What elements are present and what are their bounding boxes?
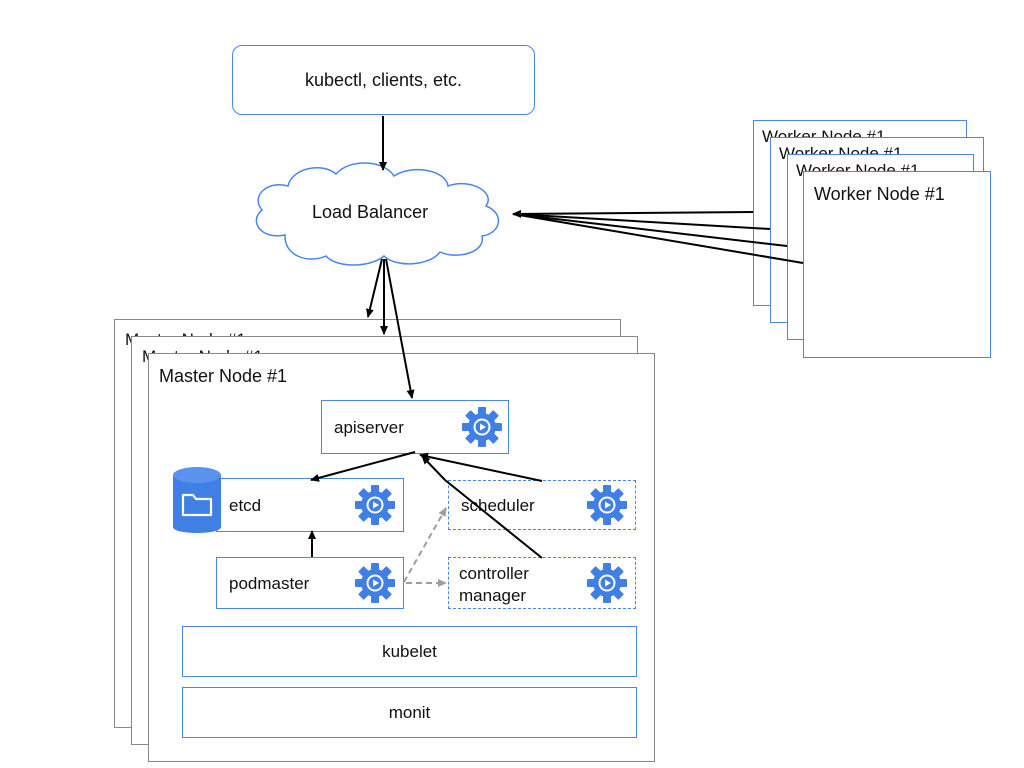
arrow-apiserver-to-etcd: [310, 451, 416, 482]
scheduler-label: scheduler: [461, 496, 535, 515]
database-folder-icon: [173, 467, 221, 533]
clients-label: kubectl, clients, etc.: [304, 69, 463, 90]
monit-box: monit: [182, 687, 637, 738]
kubelet-label: kubelet: [382, 641, 437, 661]
gear-icon: [355, 563, 395, 603]
arrow-worker-to-lb: [512, 209, 754, 218]
monit-label: monit: [388, 702, 431, 722]
arrow-lb-to-apiserver: [385, 258, 415, 399]
master-node-label: Master Node #1: [159, 366, 288, 386]
etcd-label: etcd: [229, 496, 262, 515]
arrow-podmaster-to-scheduler: [403, 507, 447, 583]
kubelet-box: kubelet: [182, 626, 637, 677]
controller-manager-label-line2: manager: [459, 586, 527, 605]
clients-box: kubectl, clients, etc.: [232, 45, 535, 115]
apiserver-label: apiserver: [334, 418, 404, 437]
worker-node-label: Worker Node #1: [814, 184, 945, 204]
arrow-controller-to-apiserver: [421, 455, 446, 481]
gear-icon: [355, 485, 395, 525]
gear-icon: [587, 485, 627, 525]
controller-manager-label-line1: controller: [459, 564, 529, 583]
podmaster-label: podmaster: [229, 574, 310, 593]
arrow-worker-to-lb: [512, 213, 788, 247]
arrow-lb-to-master: [365, 258, 383, 318]
worker-node-front: Worker Node #1: [803, 171, 991, 358]
arrow-scheduler-to-apiserver: [419, 452, 543, 482]
arrow-worker-to-lb: [512, 213, 771, 230]
gear-icon: [462, 407, 502, 447]
arrow-worker-to-lb: [512, 213, 804, 264]
gear-icon: [587, 563, 627, 603]
arrow-controller-to-apiserver: [444, 479, 543, 559]
load-balancer-label: Load Balancer: [312, 202, 429, 222]
